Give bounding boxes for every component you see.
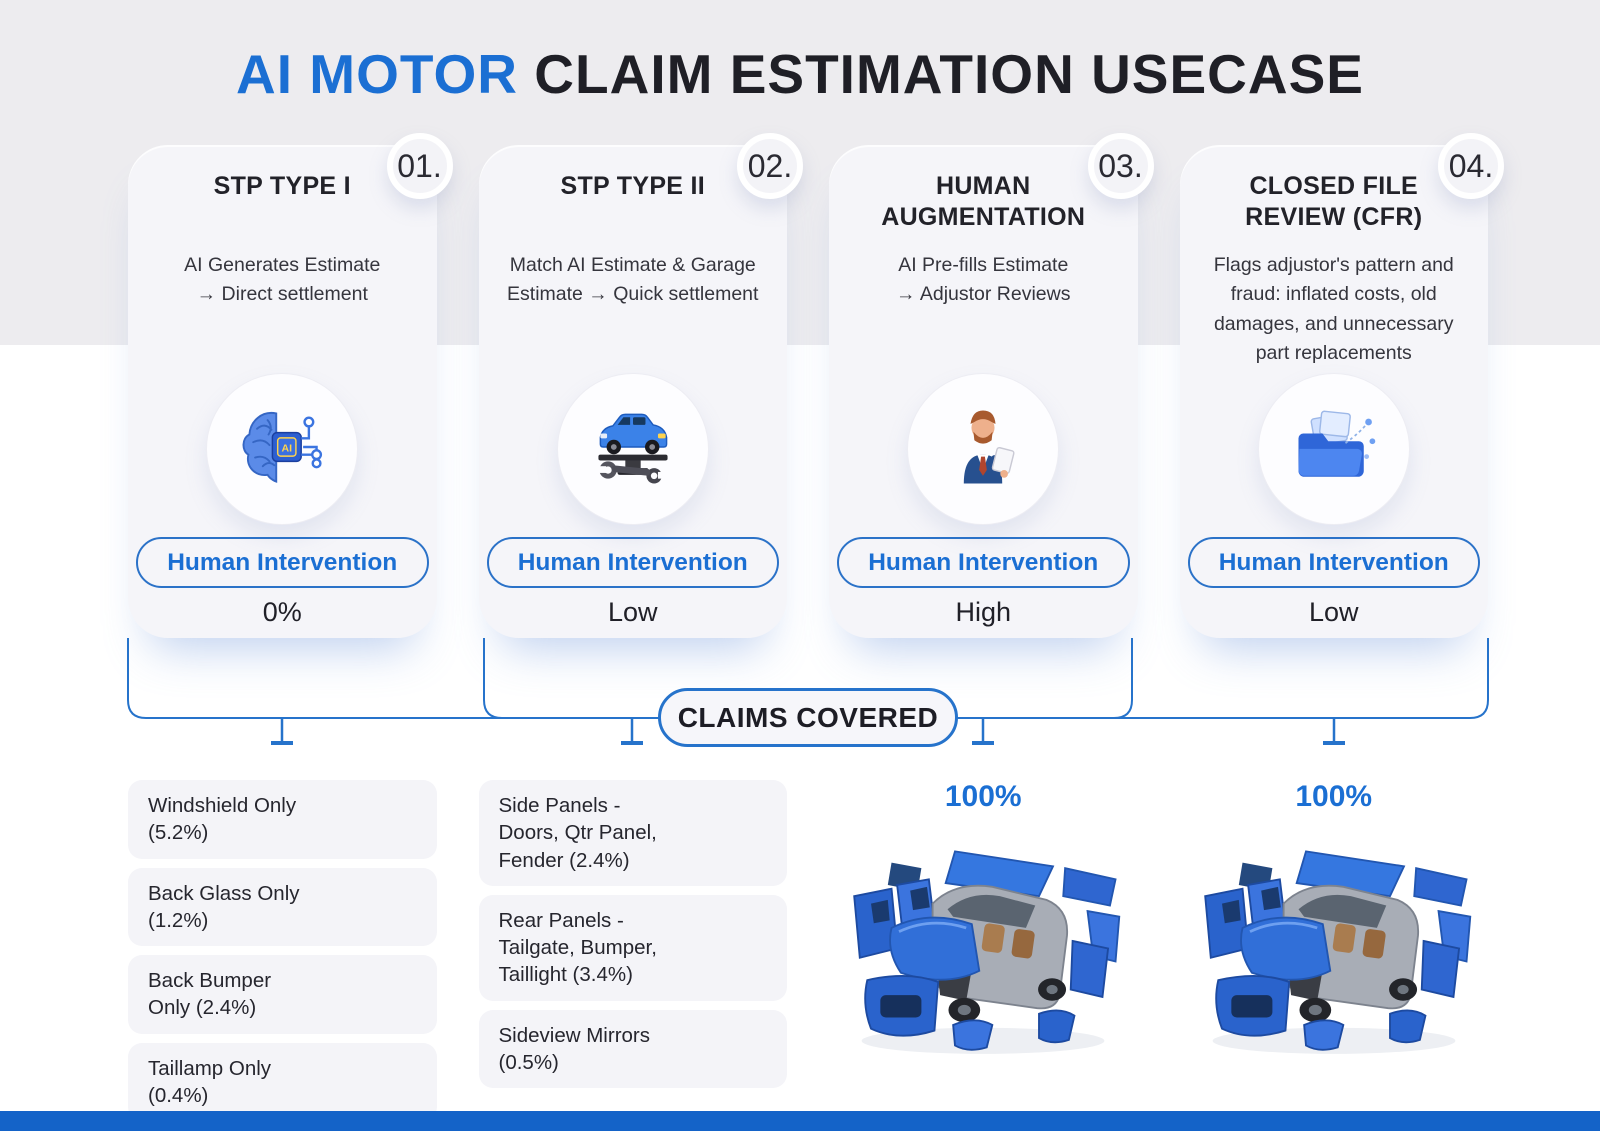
folder-files-icon (1286, 399, 1382, 500)
card-human-augmentation: 03. HUMAN AUGMENTATION AI Pre-fills Esti… (829, 133, 1154, 638)
exploded-car-image (1194, 830, 1474, 1070)
icon-circle (556, 373, 709, 525)
footer-bar (0, 1111, 1600, 1131)
claims-coverage-column-4: 100% (1180, 780, 1489, 1121)
card-title: CLOSED FILE REVIEW (CFR) (1245, 172, 1423, 232)
claims-covered-label: CLAIMS COVERED (658, 688, 958, 747)
process-cards-row: 01. STP TYPE I AI Generates Estimate → D… (128, 133, 1504, 638)
card-stp-type-2: 02. STP TYPE II Match AI Estimate & Gara… (478, 133, 803, 638)
claim-item: Taillamp Only (0.4%) (128, 1042, 437, 1121)
intervention-value: Low (1308, 597, 1359, 627)
claims-list-column-2: Side Panels - Doors, Qtr Panel, Fender (… (478, 780, 787, 1121)
icon-circle (907, 373, 1060, 525)
adjustor-icon (935, 399, 1031, 500)
car-service-icon (585, 399, 681, 500)
claim-item: Sideview Mirrors (0.5%) (478, 1009, 787, 1088)
card-description: Match AI Estimate & Garage Estimate → Qu… (507, 254, 759, 306)
card-title: HUMAN AUGMENTATION (881, 172, 1086, 232)
claims-coverage-column-3: 100% (829, 780, 1138, 1121)
svg-text:AI: AI (282, 442, 293, 454)
card-description: AI Pre-fills Estimate → Adjustor Reviews (896, 254, 1071, 306)
exploded-car-image (843, 830, 1123, 1070)
human-intervention-button[interactable]: Human Intervention (136, 537, 429, 588)
page-title-highlight: AI MOTOR (236, 43, 519, 105)
page-title-rest: CLAIM ESTIMATION USECASE (518, 43, 1364, 105)
claim-item: Windshield Only (5.2%) (128, 780, 437, 859)
card-closed-file-review: 04. CLOSED FILE REVIEW (CFR) Flags adjus… (1179, 133, 1504, 638)
brain-chip-icon: AI (234, 399, 330, 500)
card-number-badge: 01. (386, 133, 453, 199)
claim-item: Rear Panels - Tailgate, Bumper, Tailligh… (478, 894, 787, 1001)
card-number-badge: 02. (737, 133, 803, 199)
human-intervention-button[interactable]: Human Intervention (1187, 537, 1480, 588)
card-number-badge: 04. (1438, 133, 1504, 199)
coverage-percentage: 100% (944, 780, 1022, 813)
claims-list-column-1: Windshield Only (5.2%) Back Glass Only (… (128, 780, 437, 1121)
intervention-value: Low (607, 597, 658, 627)
card-stp-type-1: 01. STP TYPE I AI Generates Estimate → D… (128, 133, 453, 638)
page-title: AI MOTOR CLAIM ESTIMATION USECASE (0, 42, 1600, 106)
card-title: STP TYPE II (560, 172, 706, 200)
claim-item: Side Panels - Doors, Qtr Panel, Fender (… (478, 780, 787, 886)
card-number-badge: 03. (1087, 133, 1154, 199)
human-intervention-button[interactable]: Human Intervention (837, 537, 1130, 588)
claims-covered-section: Windshield Only (5.2%) Back Glass Only (… (128, 780, 1488, 1121)
card-description: Flags adjustor's pattern and fraud: infl… (1213, 254, 1454, 364)
claim-item: Back Glass Only (1.2%) (128, 867, 437, 946)
icon-circle (1257, 373, 1410, 525)
card-description: AI Generates Estimate → Direct settlemen… (184, 254, 381, 306)
claim-item: Back Bumper Only (2.4%) (128, 955, 437, 1034)
human-intervention-button[interactable]: Human Intervention (486, 537, 779, 588)
intervention-value: High (955, 597, 1012, 627)
intervention-value: 0% (262, 597, 302, 627)
icon-circle: AI (206, 373, 359, 525)
coverage-percentage: 100% (1295, 780, 1373, 813)
card-title: STP TYPE I (213, 172, 351, 200)
